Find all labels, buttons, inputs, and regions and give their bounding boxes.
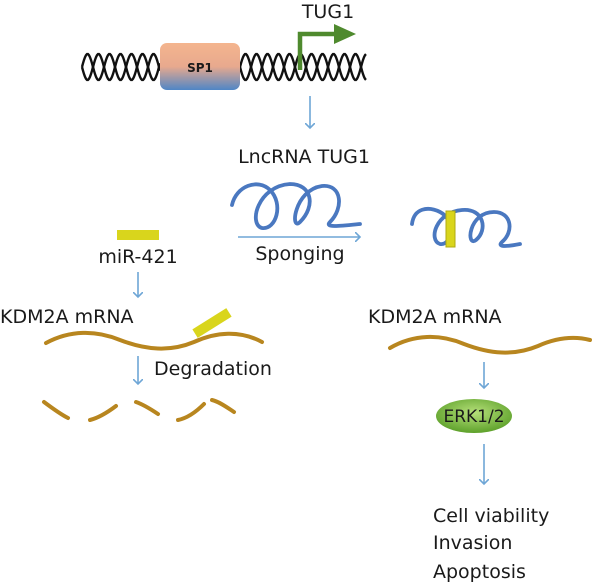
mirna-on-mrna bbox=[192, 308, 232, 338]
kdm2a-right-label: KDM2A mRNA bbox=[368, 306, 502, 328]
promoter-arrow bbox=[297, 24, 356, 70]
lncrna-label: LncRNA TUG1 bbox=[238, 146, 370, 168]
erk-node: ERK1/2 bbox=[436, 399, 512, 433]
sp1-protein: SP1 bbox=[160, 43, 240, 90]
tug1-gene-label: TUG1 bbox=[301, 1, 354, 23]
bound-mirna bbox=[445, 210, 456, 248]
degradation-label: Degradation bbox=[154, 358, 272, 380]
outcome-item: Cell viability bbox=[433, 505, 549, 527]
sponging-label: Sponging bbox=[255, 243, 344, 265]
lncrna-curl bbox=[230, 182, 362, 230]
kdm2a-right-mrna bbox=[388, 334, 592, 355]
kdm2a-left-mrna bbox=[44, 330, 264, 351]
degraded-mrna-fragments bbox=[42, 398, 236, 422]
outcome-item: Apoptosis bbox=[433, 561, 526, 583]
kdm2a-left-label: KDM2A mRNA bbox=[0, 306, 134, 328]
outcome-list: Cell viability Invasion Apoptosis bbox=[433, 505, 549, 583]
mirna-label: miR-421 bbox=[98, 246, 177, 268]
erk-label: ERK1/2 bbox=[443, 407, 504, 427]
lncrna-curl-bound bbox=[410, 207, 522, 248]
sp1-label: SP1 bbox=[187, 61, 213, 75]
mirna-bar bbox=[117, 230, 159, 240]
dna-helix bbox=[80, 52, 367, 82]
outcome-item: Invasion bbox=[433, 532, 512, 554]
